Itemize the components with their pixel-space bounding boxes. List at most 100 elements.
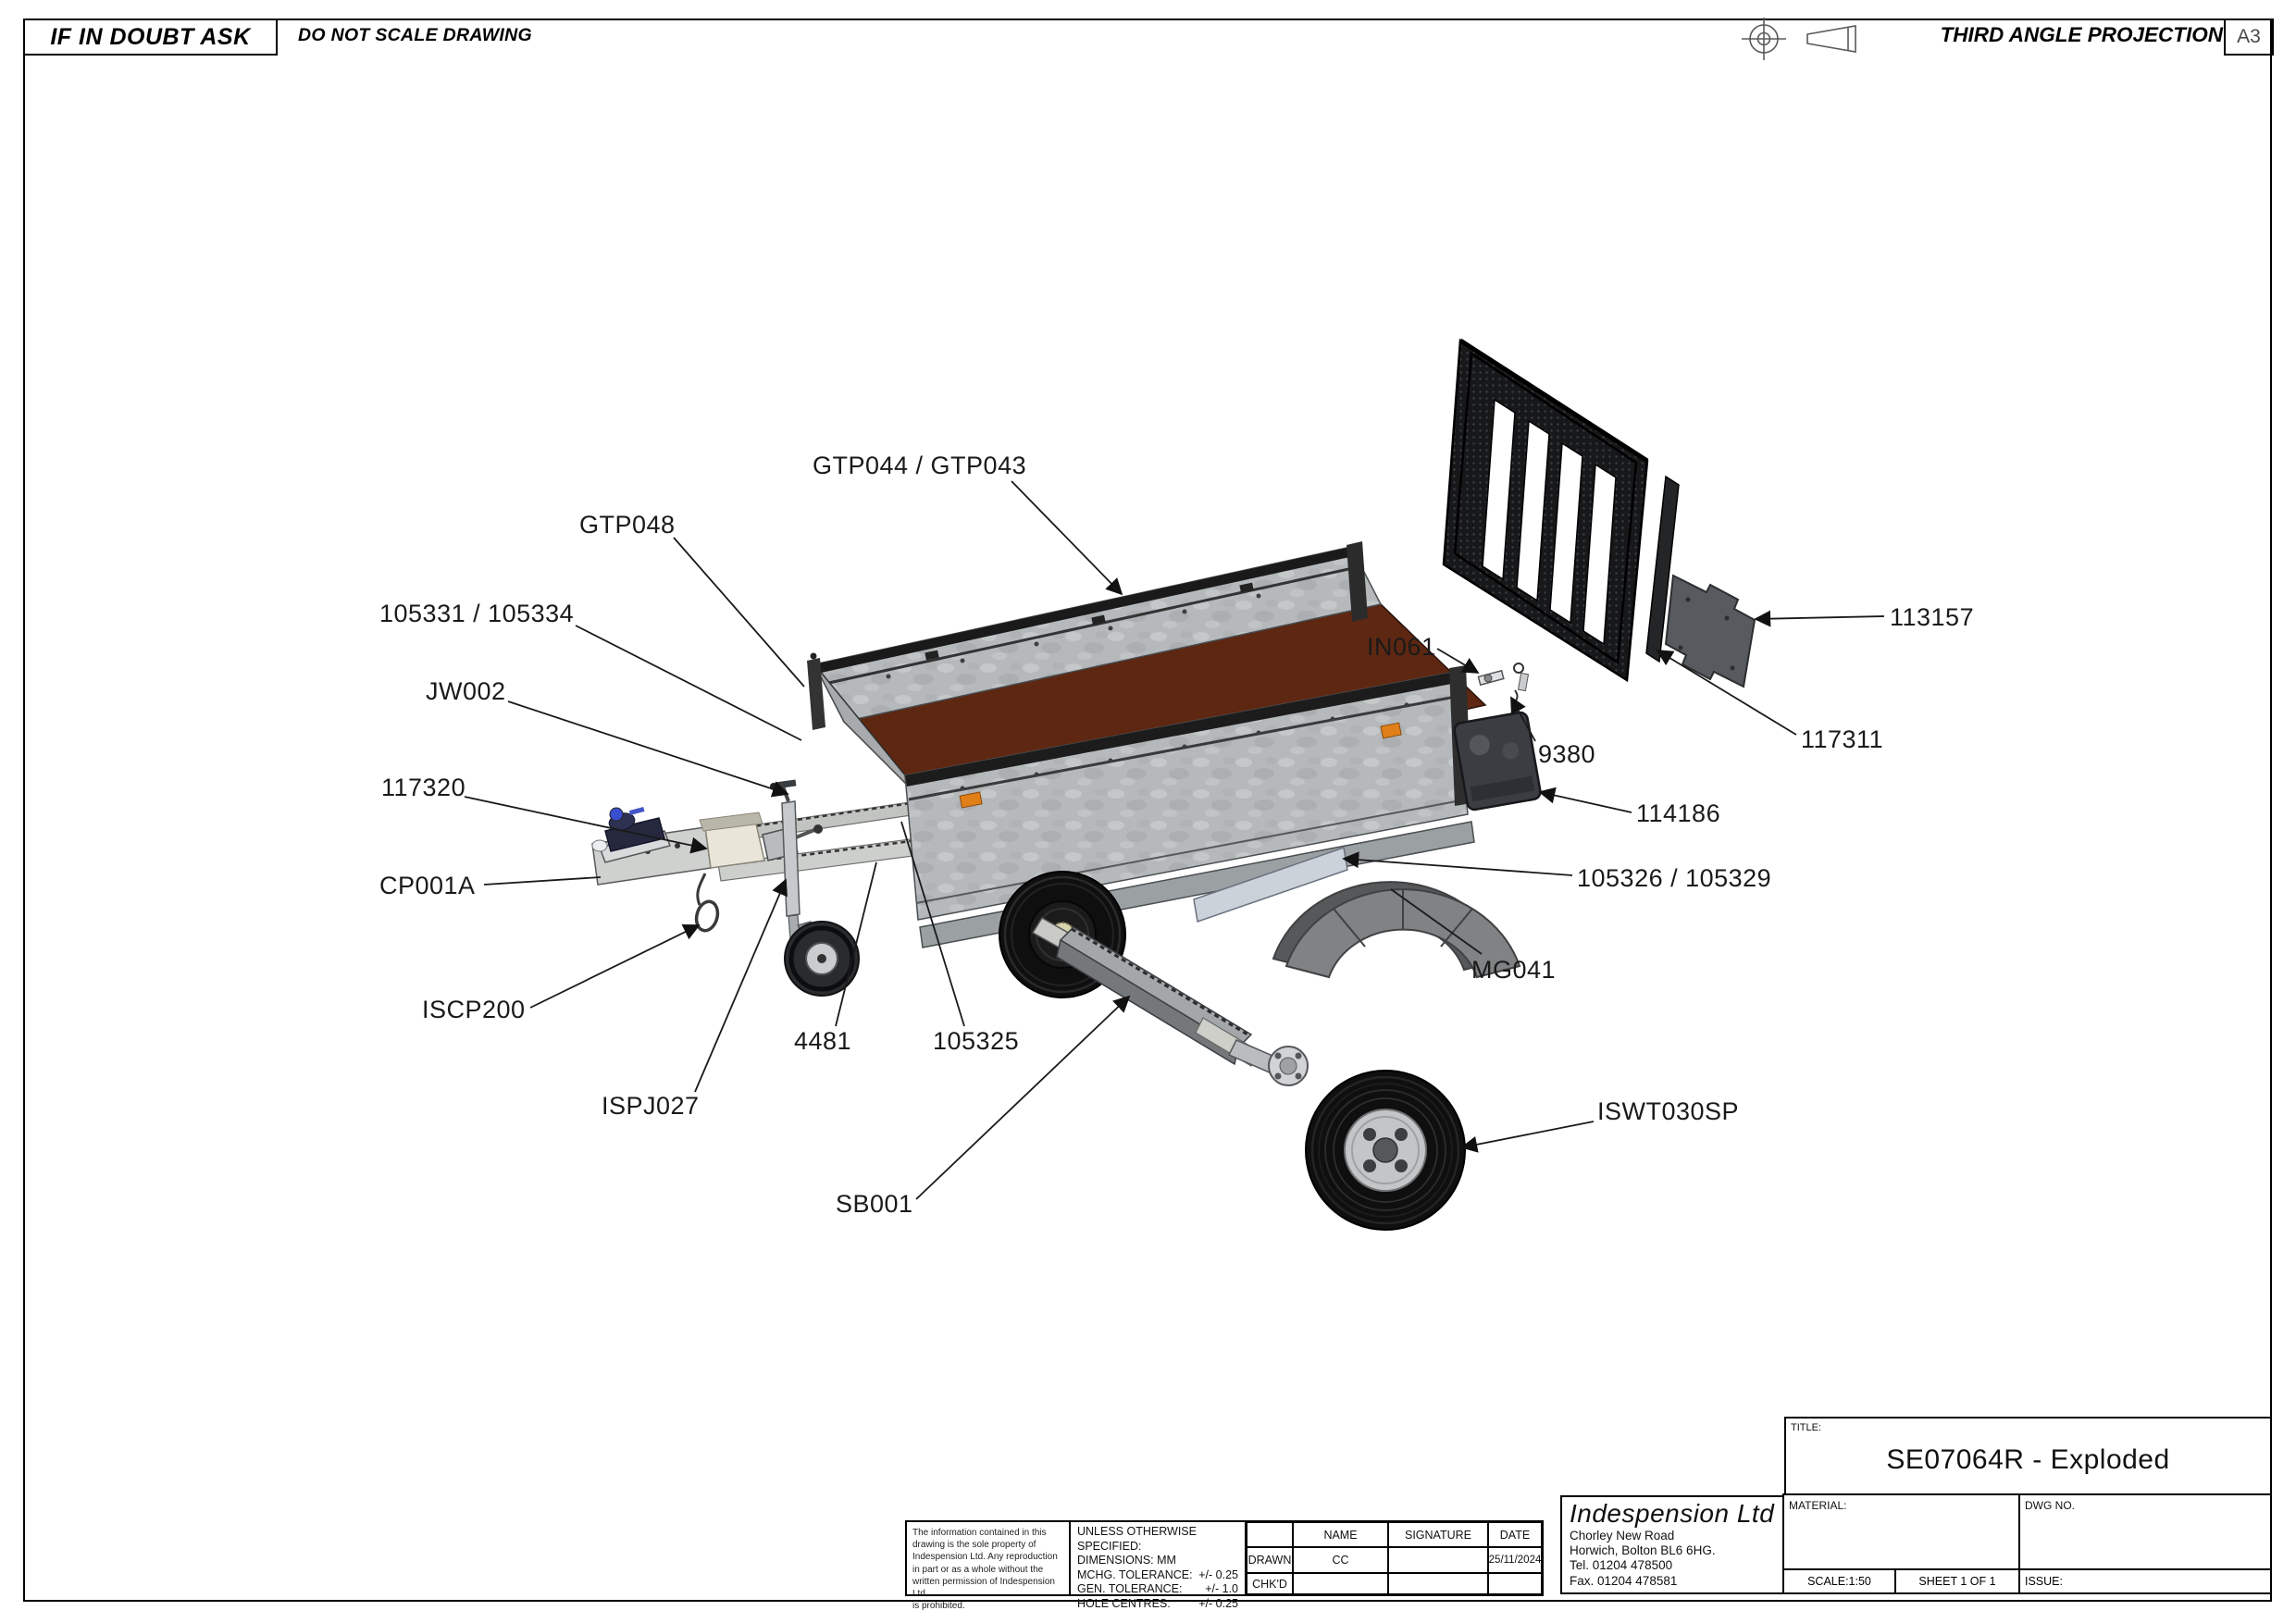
property-note-line: drawing is the sole property of bbox=[912, 1540, 1036, 1551]
leader-line-105326-105329 bbox=[1342, 851, 1573, 876]
part-label-gtp048: GTP048 bbox=[579, 511, 676, 539]
tolerance-row: HOLE CENTRES: +/- 0.25 bbox=[1077, 1597, 1238, 1612]
tolerance-label: HOLE CENTRES: bbox=[1077, 1596, 1171, 1610]
third-angle-projection-icon bbox=[1742, 18, 1856, 60]
axle-hub bbox=[1268, 1046, 1309, 1086]
part-label-gtp044-gtp043: GTP044 / GTP043 bbox=[813, 452, 1026, 479]
part-label-in061: IN061 bbox=[1367, 633, 1436, 661]
trailer-bed bbox=[807, 541, 1487, 948]
paper-size-label: A3 bbox=[2237, 26, 2261, 47]
part-label-mg041: MG041 bbox=[1471, 956, 1556, 984]
mudguard bbox=[1272, 881, 1521, 979]
leader-line-4481 bbox=[835, 861, 877, 1027]
property-note-line: Indespension Ltd. Any reproduction bbox=[912, 1552, 1058, 1563]
sign-row-signature bbox=[1388, 1573, 1488, 1594]
leader-line-iscp200 bbox=[529, 924, 701, 1009]
side-reflector bbox=[1380, 722, 1402, 739]
part-label-9380: 9380 bbox=[1538, 740, 1595, 768]
leader-line-105325 bbox=[900, 821, 965, 1027]
sign-row-name bbox=[1293, 1573, 1388, 1594]
part-label-cp001a: CP001A bbox=[379, 872, 476, 899]
drawing-title: SE07064R - Exploded bbox=[1886, 1444, 2170, 1475]
dwg-no-cell: DWG NO. bbox=[2018, 1493, 2272, 1570]
part-label-jw002: JW002 bbox=[426, 677, 506, 705]
tolerance-value: +/- 0.25 bbox=[1198, 1596, 1238, 1610]
rear-light-bar bbox=[1193, 847, 1348, 923]
near-side-panel bbox=[904, 671, 1469, 921]
leader-line-iswt030sp bbox=[1460, 1121, 1595, 1153]
front-far-corner-post bbox=[807, 658, 825, 730]
part-label-105331-105334: 105331 / 105334 bbox=[379, 600, 574, 627]
axle-assembly bbox=[999, 871, 1309, 1086]
if-in-doubt-ask-box: IF IN DOUBT ASK bbox=[23, 19, 278, 56]
company-address-line: Chorley New Road bbox=[1570, 1529, 1675, 1542]
leader-line-gtp044-gtp043 bbox=[1011, 480, 1123, 596]
sign-row-name: CC bbox=[1293, 1547, 1388, 1573]
spare-wheel bbox=[1305, 1070, 1466, 1231]
leader-line-jw002 bbox=[507, 700, 789, 798]
if-in-doubt-ask-label: IF IN DOUBT ASK bbox=[50, 23, 251, 50]
company-phone: Tel. 01204 478500 bbox=[1570, 1558, 1673, 1573]
property-note: The information contained in this drawin… bbox=[905, 1520, 1071, 1611]
tolerance-value: +/- 0.25 bbox=[1198, 1567, 1238, 1581]
leader-line-117311 bbox=[1656, 650, 1797, 736]
side-reflector bbox=[959, 791, 983, 809]
number-plate-bracket bbox=[1664, 574, 1756, 688]
part-label-iscp200: ISCP200 bbox=[422, 996, 526, 1023]
mesh-tailgate bbox=[1442, 338, 1680, 683]
company-address-line: Horwich, Bolton BL6 6HG. bbox=[1570, 1543, 1716, 1558]
leader-line-113157 bbox=[1754, 610, 1885, 627]
part-label-114186: 114186 bbox=[1636, 799, 1720, 827]
sign-row-signature bbox=[1388, 1547, 1488, 1573]
part-label-113157: 113157 bbox=[1890, 603, 1974, 631]
coupling-head bbox=[591, 806, 671, 863]
part-label-105325: 105325 bbox=[933, 1027, 1019, 1055]
tolerance-row: MCHG. TOLERANCE: +/- 0.25 bbox=[1077, 1568, 1238, 1583]
leader-line-9380 bbox=[1510, 696, 1536, 742]
part-label-117311: 117311 bbox=[1801, 725, 1883, 753]
sheet-cell: SHEET 1 OF 1 bbox=[1894, 1568, 2020, 1594]
sign-row-label: CHK'D bbox=[1247, 1573, 1293, 1594]
signature-table: NAME SIGNATURE DATE DRAWN CC 25/11/2024 … bbox=[1245, 1520, 1544, 1596]
part-label-4481: 4481 bbox=[794, 1027, 851, 1055]
do-not-scale-warning: DO NOT SCALE DRAWING bbox=[298, 25, 532, 45]
breakaway-cable bbox=[694, 873, 720, 933]
sign-row-label: DRAWN bbox=[1247, 1547, 1293, 1573]
tolerance-block: UNLESS OTHERWISE SPECIFIED: DIMENSIONS: … bbox=[1069, 1520, 1247, 1610]
leader-line-mg041 bbox=[1390, 888, 1483, 955]
tail-lamp bbox=[1453, 711, 1542, 812]
leader-line-cp001a bbox=[483, 876, 602, 886]
property-note-line: is prohibited. bbox=[912, 1601, 965, 1612]
part-label-sb001: SB001 bbox=[836, 1190, 913, 1218]
scale-cell: SCALE:1:50 bbox=[1782, 1568, 1896, 1594]
sign-table-corner-cell bbox=[1247, 1522, 1293, 1547]
leader-line-114186 bbox=[1538, 787, 1632, 813]
spec-title: UNLESS OTHERWISE SPECIFIED: bbox=[1077, 1525, 1197, 1553]
tolerance-label: MCHG. TOLERANCE: bbox=[1077, 1567, 1193, 1581]
sign-table-header-name: NAME bbox=[1293, 1522, 1388, 1547]
part-label-105326-105329: 105326 / 105329 bbox=[1577, 864, 1771, 892]
tolerance-value: +/- 1.0 bbox=[1205, 1582, 1238, 1595]
part-label-ispj027: ISPJ027 bbox=[602, 1092, 700, 1120]
leader-line-105331-105334 bbox=[575, 625, 802, 741]
issue-cell: ISSUE: bbox=[2018, 1568, 2272, 1594]
leader-line-117320 bbox=[464, 796, 708, 854]
leader-line-sb001 bbox=[915, 995, 1131, 1200]
paper-size-box: A3 bbox=[2224, 19, 2274, 56]
rear-far-corner-post bbox=[1347, 541, 1368, 622]
part-label-117320: 117320 bbox=[381, 774, 465, 801]
leader-line-gtp048 bbox=[673, 537, 805, 688]
dwg-no-label: DWG NO. bbox=[2025, 1499, 2075, 1512]
material-label: MATERIAL: bbox=[1789, 1499, 1847, 1512]
title-box: TITLE: SE07064R - Exploded bbox=[1784, 1417, 2272, 1495]
dimensions-line: DIMENSIONS: MM bbox=[1077, 1554, 1176, 1567]
leader-line-in061 bbox=[1436, 648, 1480, 674]
property-note-line: written permission of Indespension Ltd bbox=[912, 1576, 1055, 1599]
company-name: Indespension Ltd bbox=[1570, 1499, 1775, 1528]
sign-row-date: 25/11/2024 bbox=[1488, 1547, 1542, 1573]
tolerance-label: GEN. TOLERANCE: bbox=[1077, 1582, 1183, 1595]
tolerance-row: GEN. TOLERANCE: +/- 1.0 bbox=[1077, 1582, 1238, 1597]
